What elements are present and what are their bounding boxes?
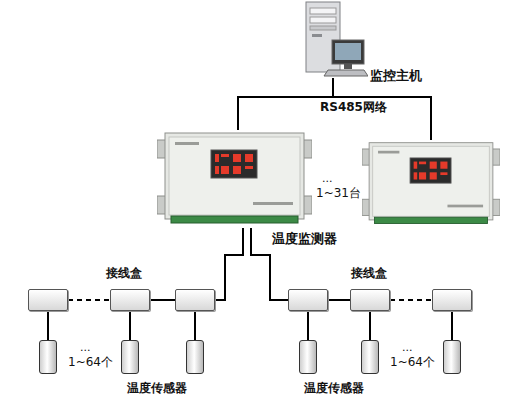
part-name: 温度传感器	[127, 381, 187, 395]
junction-box	[288, 289, 328, 311]
wire	[390, 299, 432, 301]
network-label: RS485网络	[318, 100, 389, 114]
wire	[215, 228, 243, 300]
temperature-sensor	[361, 340, 379, 374]
wire	[68, 299, 110, 301]
temperature-sensor	[186, 340, 204, 374]
junction-box	[110, 289, 150, 311]
count-label: 1~64个	[68, 355, 113, 369]
temperature-monitor	[362, 140, 500, 228]
monitor-device	[362, 140, 500, 228]
host-computer: 监控主机	[298, 0, 368, 78]
wire	[328, 299, 350, 301]
count-label: 1~64个	[390, 355, 435, 369]
wire	[129, 311, 131, 340]
server-icon	[298, 0, 368, 78]
junction-box	[432, 289, 472, 311]
wire	[194, 311, 196, 340]
temperature-monitor: 温度监测器	[157, 130, 312, 228]
node-label: 监控主机	[370, 68, 422, 84]
junction-box	[28, 289, 68, 311]
part-name: 接线盒	[351, 266, 387, 280]
junction-box	[350, 289, 390, 311]
temperature-sensor	[299, 340, 317, 374]
node-label: 温度监测器	[272, 231, 337, 247]
junction-box	[175, 289, 215, 311]
temperature-sensor	[121, 340, 139, 374]
wire	[369, 311, 371, 340]
temperature-sensor	[39, 340, 57, 374]
part-name: 接线盒	[106, 266, 142, 280]
wire	[451, 311, 453, 340]
count-label: 1~31台	[316, 186, 361, 200]
ellipsis: ...	[80, 341, 91, 354]
temperature-sensor	[443, 340, 461, 374]
part-name: 温度传感器	[304, 381, 364, 395]
wire	[150, 299, 175, 301]
wire	[307, 311, 309, 340]
ellipsis: ...	[322, 172, 333, 185]
monitor-device	[157, 130, 312, 228]
ellipsis: ...	[402, 341, 413, 354]
wire	[47, 311, 49, 340]
